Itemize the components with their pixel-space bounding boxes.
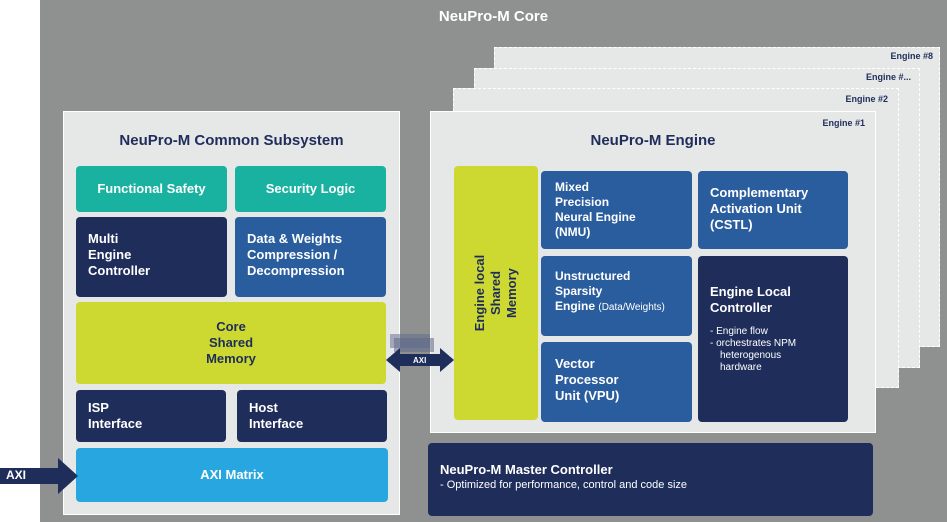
axi-matrix-label: AXI Matrix <box>200 467 264 482</box>
sparsity-line-3: Engine <box>555 299 596 313</box>
elc-bullet-4: hardware <box>720 362 762 373</box>
elc-bullet-2: - orchestrates NPM <box>710 338 797 349</box>
axi-input-arrow <box>0 458 78 494</box>
elc-title-line-2: Controller <box>710 300 773 315</box>
elc-bullet-3: heterogenous <box>720 350 782 361</box>
nmu-line-3: Neural Engine <box>555 210 636 224</box>
cstl-line-1: Complementary <box>710 185 809 200</box>
isp-interface-block: ISP Interface <box>76 390 226 442</box>
sparsity-line-4: (Data/Weights) <box>598 302 665 313</box>
data-weights-line-2: Compression / <box>247 247 338 262</box>
multi-engine-line-3: Controller <box>88 263 151 278</box>
elc-bullet-1: - Engine flow <box>710 326 768 337</box>
engine-local-shared-memory-text: Engine local Shared Memory <box>466 173 526 413</box>
vpu-line-1: Vector <box>555 356 595 371</box>
multi-engine-controller-block: Multi Engine Controller <box>76 217 227 297</box>
engine-2-label: Engine #2 <box>845 94 888 104</box>
core-shared-memory-line-1: Core <box>216 319 246 334</box>
nmu-line-4: (NMU) <box>555 225 591 239</box>
engine-8-label: Engine #8 <box>890 51 933 61</box>
cstl-block: Complementary Activation Unit (CSTL) <box>698 171 848 249</box>
host-interface-block: Host Interface <box>237 390 387 442</box>
nmu-line-1: Mixed <box>555 180 590 194</box>
nmu-block: Mixed Precision Neural Engine (NMU) <box>541 171 692 249</box>
core-shared-memory-line-3: Memory <box>206 351 256 366</box>
core-shared-memory-block: Core Shared Memory <box>76 302 386 384</box>
data-weights-line-1: Data & Weights <box>247 231 343 246</box>
elc-title-line-1: Engine Local <box>710 284 791 299</box>
engine-n-label: Engine #... <box>865 72 911 82</box>
engine-local-controller-block: Engine Local Controller - Engine flow - … <box>698 256 848 422</box>
elsm-line-3: Memory <box>504 268 519 318</box>
engine-1-label: Engine #1 <box>822 118 865 128</box>
vpu-line-2: Processor <box>555 372 619 387</box>
axi-input-label: AXI <box>6 468 27 482</box>
master-controller-desc: - Optimized for performance, control and… <box>440 479 688 491</box>
cstl-line-3: (CSTL) <box>710 217 753 232</box>
engine-local-shared-memory-block: Engine local Shared Memory <box>454 166 538 420</box>
engine-title: NeuPro-M Engine <box>590 132 716 149</box>
cstl-line-2: Activation Unit <box>710 201 802 216</box>
core-shared-memory-line-2: Shared <box>208 335 254 350</box>
security-logic-block: Security Logic <box>235 166 386 212</box>
host-interface-line-1: Host <box>249 400 278 415</box>
sparsity-line-2: Sparsity <box>555 284 603 298</box>
functional-safety-block: Functional Safety <box>76 166 227 212</box>
data-weights-line-3: Decompression <box>247 263 345 278</box>
elsm-line-2: Shared <box>488 270 503 316</box>
axi-link-arrow <box>386 334 454 372</box>
axi-link-label: AXI <box>413 356 427 365</box>
data-weights-block: Data & Weights Compression / Decompressi… <box>235 217 386 297</box>
common-subsystem-title: NeuPro-M Common Subsystem <box>119 132 344 149</box>
vpu-line-3: Unit (VPU) <box>555 388 620 403</box>
isp-interface-line-2: Interface <box>88 416 143 431</box>
multi-engine-line-2: Engine <box>88 247 132 262</box>
vpu-block: Vector Processor Unit (VPU) <box>541 342 692 422</box>
isp-interface-line-1: ISP <box>88 400 109 415</box>
nmu-line-2: Precision <box>555 195 610 209</box>
elsm-line-1: Engine local <box>472 254 487 332</box>
sparsity-block: Unstructured Sparsity Engine (Data/Weigh… <box>541 256 692 336</box>
master-controller-title: NeuPro-M Master Controller <box>440 462 613 477</box>
core-title: NeuPro-M Core <box>438 8 549 25</box>
master-controller-block: NeuPro-M Master Controller - Optimized f… <box>428 443 873 516</box>
host-interface-line-2: Interface <box>249 416 304 431</box>
multi-engine-line-1: Multi <box>88 231 119 246</box>
sparsity-line-1: Unstructured <box>555 269 631 283</box>
security-logic-label: Security Logic <box>265 181 356 196</box>
axi-matrix-block: AXI Matrix <box>76 448 388 502</box>
functional-safety-label: Functional Safety <box>97 181 206 196</box>
